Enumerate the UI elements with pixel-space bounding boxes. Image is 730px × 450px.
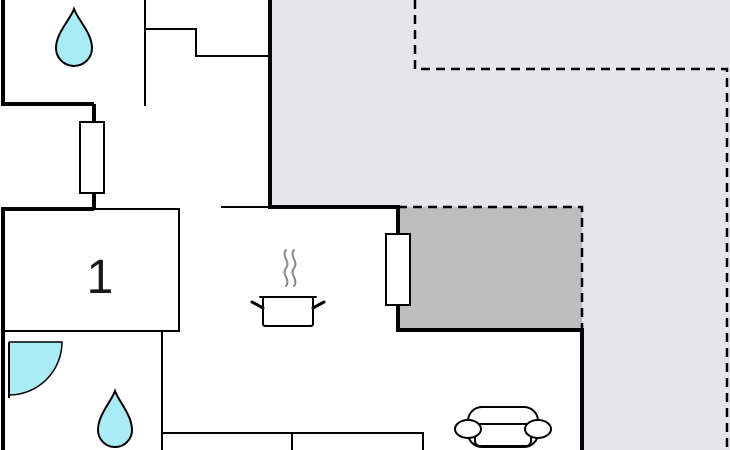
water-drop-icon [96,388,134,448]
terrace-dashed-outline [413,0,729,450]
door-swing-icon [8,341,63,398]
cooking-pot-icon [250,249,326,327]
covered-area-dashed-edge [398,205,584,330]
water-drop-icon [54,6,94,67]
radiator-icon [79,121,105,194]
room-number-label: 1 [87,251,114,304]
window-icon [385,233,411,306]
sofa-icon [454,406,552,448]
interior-walls [2,0,424,450]
covered-area [398,207,582,330]
